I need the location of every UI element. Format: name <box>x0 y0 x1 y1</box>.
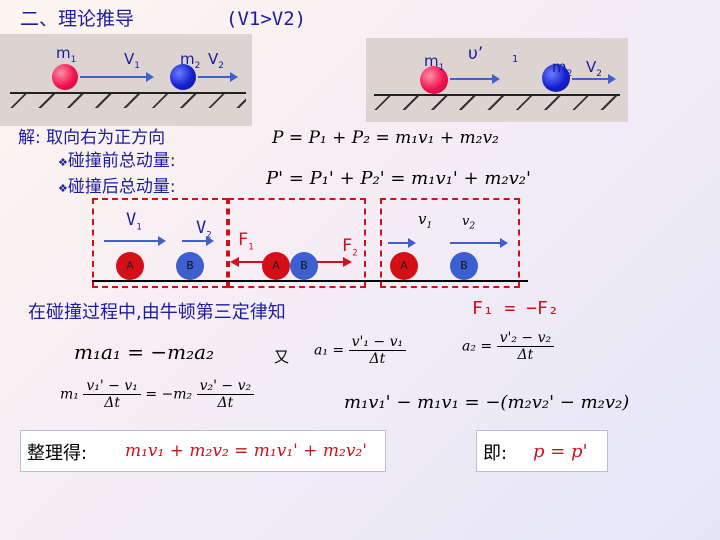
label-v2: V2 <box>208 50 224 71</box>
diagram-arrow-v1 <box>104 236 166 246</box>
arrow-v1-after <box>450 74 500 84</box>
diagram-ball-b-after: B <box>450 252 478 280</box>
diagram-arrow-v2p <box>450 238 508 248</box>
after-momentum-label: ❖碰撞后总动量: <box>58 177 176 197</box>
label-m2: m2 <box>180 50 201 71</box>
diagram-arrow-v2 <box>182 236 214 246</box>
label-m2-after: m2 <box>552 58 573 79</box>
force-arrow-f1-head <box>230 257 239 267</box>
result-formula: m₁v₁ + m₂v₂ = m₁v₁' + m₂v₂' <box>125 441 367 461</box>
conclusion-box: 即: p = p' <box>476 430 608 472</box>
diagram-f1-label: F1 <box>238 230 254 253</box>
label-m1: m1 <box>56 44 77 65</box>
result-label: 整理得: <box>27 443 88 464</box>
label-v1: V1 <box>124 50 140 71</box>
arrow-v2 <box>198 72 238 82</box>
stage-before-box <box>92 198 228 288</box>
ball-m2 <box>170 64 196 90</box>
ground-line <box>10 92 246 94</box>
diagram-v2p-label: v2 <box>462 214 476 232</box>
newton-third-law-text: 在碰撞过程中,由牛顿第三定律知 <box>28 302 286 323</box>
bullet-icon: ❖ <box>58 156 68 169</box>
equation-mass-accel: m₁a₁ = −m₂a₂ <box>74 340 215 364</box>
conclusion-label: 即: <box>483 443 508 464</box>
label-you: 又 <box>274 348 290 366</box>
label-m1-after: m1 <box>424 52 445 73</box>
equation-momentum-after: P' = P₁' + P₂' = m₁v₁' + m₂v₂' <box>266 168 531 189</box>
force-arrow-f2-head <box>343 257 352 267</box>
ball-m2-after <box>542 64 570 92</box>
ball-m1 <box>52 64 78 90</box>
diagram-ball-b: B <box>176 252 204 280</box>
diagram-ball-a-after: A <box>390 252 418 280</box>
diagram-v2-label: V2 <box>196 218 212 240</box>
ground-hatch-after <box>374 96 620 110</box>
bullet-icon: ❖ <box>58 182 68 195</box>
diagram-ball-b-contact: B <box>290 252 318 280</box>
ball-m1-after <box>420 66 448 94</box>
slide-title: 二、理论推导 <box>20 8 135 30</box>
diagram-ball-a-contact: A <box>262 252 290 280</box>
diagram-f2-label: F2 <box>342 236 358 259</box>
label-v2-after: V2 <box>586 58 602 79</box>
equation-expanded: m₁v₁' − m₁v₁ = −(m₂v₂' − m₂v₂) <box>344 392 630 413</box>
stage-after-box <box>380 198 520 288</box>
result-box: 整理得: m₁v₁ + m₂v₂ = m₁v₁' + m₂v₂' <box>20 430 386 472</box>
diagram-ground-line <box>92 280 528 282</box>
newton-force-equation: F₁ = −F₂ <box>472 298 559 319</box>
after-collision-image: m1 υ’ 1 m2 V2 <box>366 38 628 122</box>
arrow-v1 <box>80 72 154 82</box>
before-momentum-label: ❖碰撞前总动量: <box>58 151 176 171</box>
diagram-ball-a: A <box>116 252 144 280</box>
before-collision-image: m1 V1 m2 V2 <box>0 34 252 126</box>
diagram-arrow-v1p <box>388 238 416 248</box>
ground-line-after <box>374 94 620 96</box>
conclusion-formula: p = p' <box>533 441 588 462</box>
label-v1-sub-after: 1 <box>512 54 519 65</box>
label-v1-after: υ’ <box>468 44 484 64</box>
velocity-condition: (V1>V2) <box>226 8 307 30</box>
diagram-v1p-label: v1 <box>418 210 433 231</box>
ground-hatch <box>10 94 246 108</box>
equation-momentum-before: P = P₁ + P₂ = m₁v₁ + m₂v₂ <box>272 128 499 148</box>
stage-during-box <box>228 198 366 288</box>
arrow-v2-after <box>572 74 616 84</box>
diagram-v1-label: V1 <box>126 210 142 233</box>
solution-intro: 解: 取向右为正方向 <box>18 128 166 148</box>
